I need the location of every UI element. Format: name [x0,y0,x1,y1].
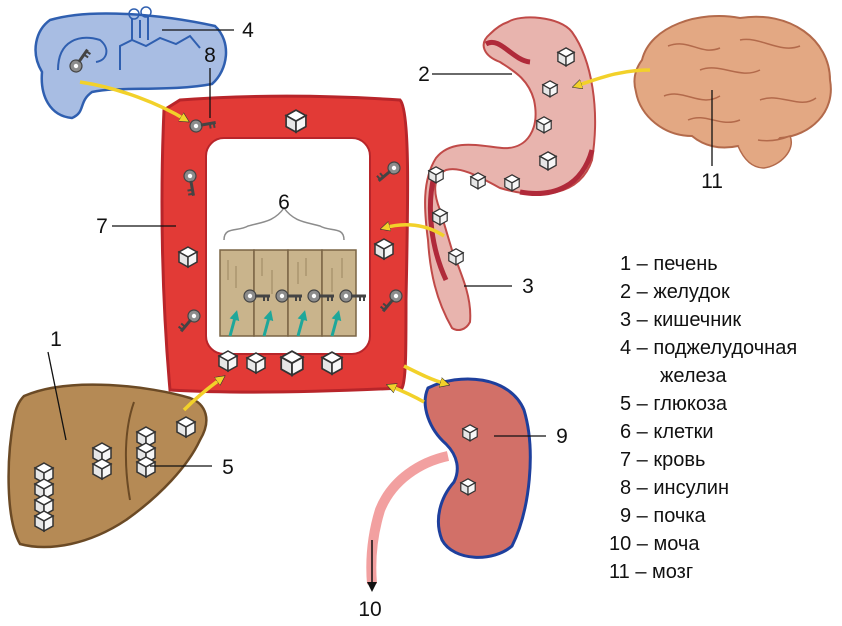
legend-item: 8 – инсулин [620,477,729,499]
legend-item: 2 – желудок [620,281,730,303]
kidney-in-arrow [404,366,446,384]
legend: 1 – печень 2 – желудок 3 – кишечник 4 – … [609,253,797,583]
label-glucose: 5 [222,456,234,479]
label-kidney: 9 [556,425,568,448]
legend-item: 5 – глюкоза [620,393,728,415]
legend-item: 6 – клетки [620,421,714,443]
label-urine: 10 [358,598,381,621]
label-cells: 6 [278,191,290,214]
glucose-cube-icon [322,352,342,374]
label-liver: 1 [50,328,62,351]
kidney [371,379,530,584]
legend-item: 9 – почка [620,505,706,527]
glucose-cube-icon [179,247,197,267]
glucose-cube-icon [247,353,265,373]
brain [634,16,830,168]
glucose-cube-icon [219,351,237,371]
legend-item: 7 – кровь [620,449,705,471]
legend-item: 11 – мозг [609,561,693,583]
label-brain: 11 [701,170,723,193]
label-blood: 7 [96,215,108,238]
legend-item: 10 – моча [609,533,700,555]
glucose-cube-icon [286,110,306,132]
legend-item: 1 – печень [620,253,718,275]
label-stomach: 2 [418,63,430,86]
glucose-cube-icon [375,239,393,259]
legend-item: железа [660,365,727,387]
label-insulin: 8 [204,44,216,67]
label-intestine: 3 [522,275,534,298]
legend-item: 3 – кишечник [620,309,741,331]
blood-vessel-frame [162,96,408,392]
kidney-out-arrow [390,386,424,402]
label-pancreas: 4 [242,19,254,42]
glucose-cube-icon [281,351,303,375]
legend-item: 4 – поджелудочная [620,337,797,359]
